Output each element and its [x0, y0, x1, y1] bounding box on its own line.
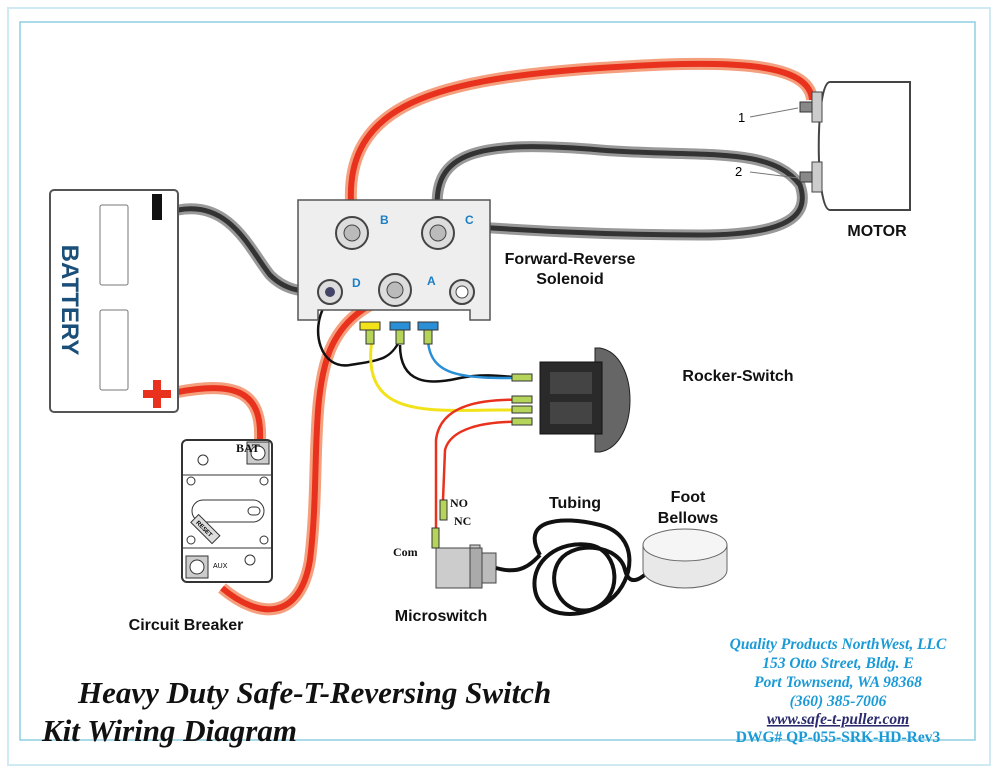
circuit-breaker-label: Circuit Breaker: [129, 617, 244, 634]
microswitch-com-label: Com: [393, 545, 418, 559]
company-address2: Port Townsend, WA 98368: [754, 674, 922, 691]
microswitch: [431, 499, 497, 589]
solenoid-terminal-b: [335, 216, 369, 250]
breaker-bat-label: BAT: [236, 441, 260, 455]
inner-frame: [19, 21, 976, 741]
solenoid-terminal-a: [378, 273, 412, 307]
title-line2: Kit Wiring Diagram: [41, 713, 297, 748]
breaker-aux-label: AUX: [213, 563, 228, 570]
microswitch-nc-label: NC: [454, 514, 471, 528]
motor: [749, 81, 911, 211]
battery: BATTERY: [49, 189, 179, 413]
motor-terminal-1-label: 1: [738, 110, 745, 125]
solenoid-terminal-d: [317, 279, 343, 305]
title-line1: Heavy Duty Safe-T-Reversing Switch: [77, 675, 551, 710]
rocker-switch-label: Rocker-Switch: [682, 368, 793, 385]
battery-positive-icon: [143, 380, 171, 408]
solenoid-terminal-unused: [449, 279, 475, 305]
company-phone: (360) 385-7006: [790, 693, 887, 710]
rocker-switch: [511, 347, 631, 453]
page-frame: [7, 7, 991, 766]
positive-cable-battery-to-motor: [344, 57, 818, 216]
solenoid: B C D A: [297, 199, 491, 345]
foot-bellows: [642, 528, 728, 589]
microswitch-no-label: NO: [450, 496, 468, 510]
microswitch-label: Microswitch: [395, 608, 487, 625]
tubing: [495, 518, 652, 616]
battery-negative-terminal: [152, 194, 162, 220]
terminal-label-c: C: [465, 213, 474, 227]
company-website-link[interactable]: www.safe-t-puller.com: [767, 711, 909, 728]
solenoid-label-line2: Solenoid: [536, 271, 604, 288]
company-name: Quality Products NorthWest, LLC: [730, 636, 947, 653]
drawing-number: DWG# QP-055-SRK-HD-Rev3: [736, 729, 941, 746]
solenoid-terminal-c: [421, 216, 455, 250]
terminal-label-d: D: [352, 276, 361, 290]
foot-bellows-label-line2: Bellows: [658, 510, 719, 527]
circuit-breaker: BAT AUX RESET: [181, 439, 273, 583]
motor-terminal-2-label: 2: [735, 164, 742, 179]
positive-cable-battery-to-breaker: [176, 382, 267, 441]
tubing-label: Tubing: [549, 495, 601, 512]
positive-cable-breaker-to-solenoid-a: [218, 289, 393, 616]
foot-bellows-label-line1: Foot: [671, 489, 706, 506]
company-address1: 153 Otto Street, Bldg. E: [762, 655, 914, 672]
solenoid-label-line1: Forward-Reverse: [505, 251, 636, 268]
terminal-label-a: A: [427, 274, 436, 288]
terminal-label-b: B: [380, 213, 389, 227]
motor-label: MOTOR: [847, 223, 907, 240]
ground-cable-solenoid-c-to-motor: [431, 141, 808, 241]
battery-label: BATTERY: [56, 245, 83, 356]
